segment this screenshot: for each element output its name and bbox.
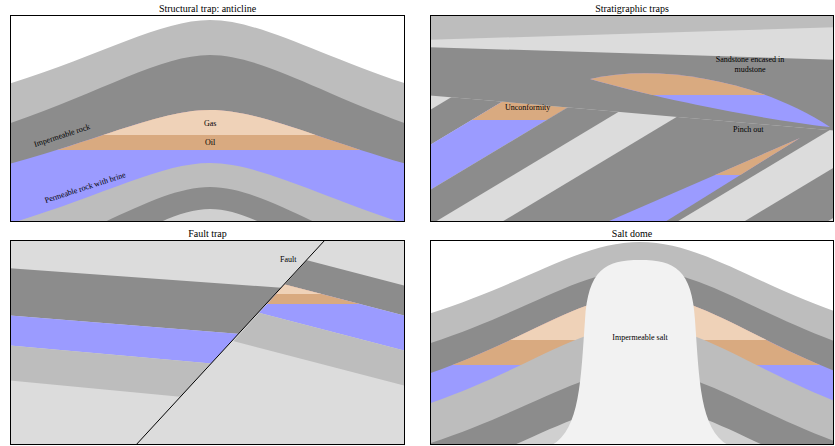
- stratigraphic-drawing-part-part: [430, 15, 834, 131]
- fault-drawing-part: [10, 240, 405, 445]
- anticline-drawing-part-part: [10, 55, 405, 222]
- stratigraphic-drawing-part-part-part: [430, 15, 834, 120]
- fluid-label: Oil: [205, 138, 215, 148]
- panel-title: Fault trap: [11, 228, 404, 240]
- stratigraphic-drawing-part-part-part: [600, 138, 800, 175]
- stratigraphic-drawing-part-part: [590, 73, 830, 127]
- anticline-drawing-part-part: [10, 110, 405, 150]
- panel-title: Structural trap: anticline: [11, 3, 404, 15]
- stratigraphic-drawing-part: [430, 15, 834, 222]
- fault-drawing: [5, 209, 410, 446]
- stratigraphic-drawing-part-part: [590, 73, 830, 95]
- stratigraphic-drawing-part-part: [430, 15, 834, 120]
- stratigraphic-drawing-part-part: [430, 15, 834, 40]
- fault-drawing-part-part-part-part: [110, 240, 405, 304]
- anticline-drawing-part-part-part: [10, 110, 405, 150]
- fluid-label: Gas: [204, 119, 216, 129]
- trap-label: Pinch out: [733, 125, 763, 135]
- diagram-panel: Fault trap: [10, 240, 405, 445]
- anticline-drawing-part-part: [10, 20, 405, 222]
- stratigraphic-drawing-part-part: [600, 138, 800, 175]
- trap-label: Unconformity: [505, 103, 550, 113]
- salt-dome-drawing-part-part: [430, 242, 834, 445]
- anticline-drawing-part-part: [10, 110, 405, 135]
- stratigraphic-drawing-part-part-part: [590, 73, 830, 95]
- panel-title: Stratigraphic traps: [431, 3, 833, 15]
- salt-dome-drawing: [425, 240, 835, 446]
- stratigraphic-drawing-part-part: [430, 47, 834, 131]
- diagram-panel: Stratigraphic traps: [430, 15, 834, 222]
- fault-drawing-part-part-part-part: [110, 240, 405, 294]
- fault-drawing-part-part-part: [110, 274, 405, 387]
- trap-label: Sandstone encased in mudstone: [711, 55, 789, 75]
- anticline-drawing-part-part: [10, 209, 405, 222]
- salt-dome-drawing-part-part: [535, 260, 745, 445]
- diagram-panel: Salt dome: [430, 240, 834, 445]
- salt-dome-drawing-part: [430, 240, 834, 445]
- fault-drawing-part-part-part: [110, 240, 405, 304]
- fault-drawing-part-part: [135, 240, 325, 445]
- anticline-drawing-part-part-part: [10, 110, 405, 135]
- anticline-drawing-part-part: [10, 110, 405, 222]
- fault-label: Fault: [280, 255, 296, 265]
- salt-label: Impermeable salt: [609, 333, 671, 343]
- anticline-drawing-part: [10, 15, 405, 222]
- stratigraphic-drawing-part-part: [430, 164, 834, 222]
- fault-drawing-part-part-part: [110, 240, 405, 294]
- panel-title: Salt dome: [431, 228, 833, 240]
